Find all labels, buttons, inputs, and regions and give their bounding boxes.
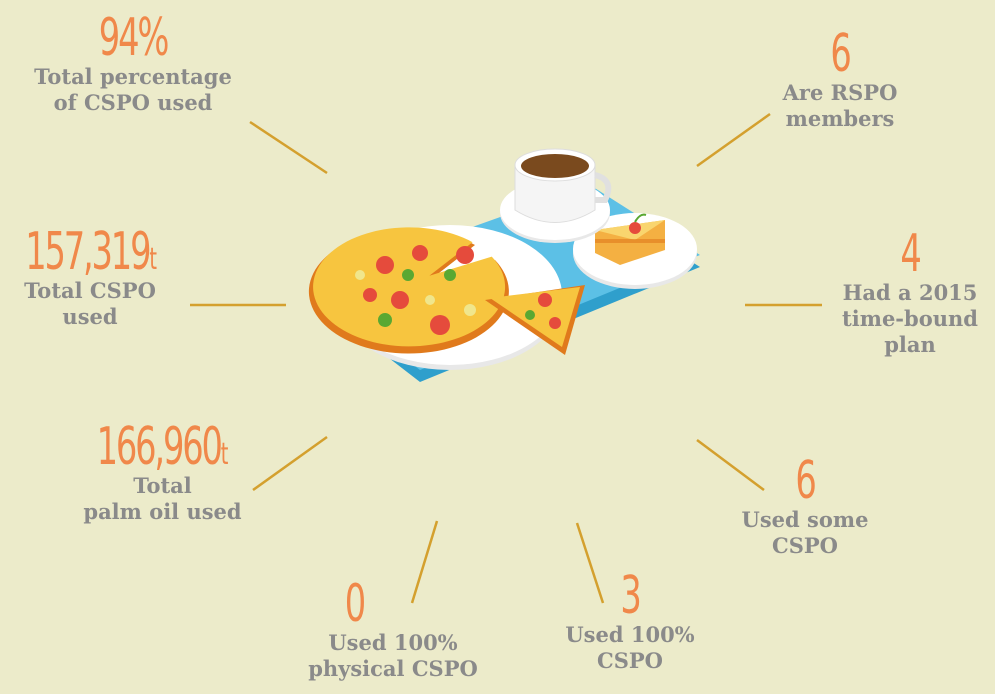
connector-line: [696, 112, 771, 168]
connector-line: [249, 120, 328, 175]
stat-used-100-cspo: 3 Used 100% CSPO: [545, 570, 715, 674]
stat-label: Used 100% physical CSPO: [308, 630, 478, 681]
stat-value: 6: [830, 24, 851, 84]
connector-line: [410, 520, 439, 604]
coffee-cup: [514, 148, 612, 223]
stat-value: 6: [795, 451, 816, 511]
food-tray-illustration: [308, 148, 700, 382]
stat-value: 0: [344, 574, 366, 634]
stat-label: Total palm oil used: [83, 473, 242, 524]
stat-cspo-percentage: 94% Total percentage of CSPO used: [8, 12, 258, 116]
stat-total-cspo: 157,319t Total CSPO used: [0, 226, 180, 330]
stat-label: Are RSPO members: [782, 80, 898, 131]
stat-label: Total percentage of CSPO used: [34, 64, 232, 115]
connector-line: [252, 435, 328, 492]
cake-slice: [595, 213, 665, 265]
stat-label: Had a 2015 time-bound plan: [842, 280, 978, 357]
pizza: [308, 227, 509, 354]
stat-value: 157,319t: [25, 222, 157, 282]
stat-value: 4: [900, 224, 921, 284]
stat-total-palm-oil: 166,960t Total palm oil used: [55, 421, 270, 525]
stat-value: 3: [620, 566, 641, 626]
stat-label: Used some CSPO: [741, 507, 869, 558]
connector-line: [696, 438, 765, 492]
stat-rspo-members: 6 Are RSPO members: [750, 28, 930, 132]
stat-used-physical-cspo: 0 Used 100% physical CSPO: [298, 578, 488, 682]
stat-label: Used 100% CSPO: [565, 622, 695, 673]
stat-time-bound-plan: 4 Had a 2015 time-bound plan: [825, 228, 995, 357]
stat-value: 166,960t: [96, 417, 229, 477]
stat-label: Total CSPO used: [24, 278, 156, 329]
stat-used-some-cspo: 6 Used some CSPO: [720, 455, 890, 559]
pizza-slice: [485, 285, 585, 355]
stat-value: 94%: [98, 8, 170, 68]
connector-line: [575, 522, 605, 604]
